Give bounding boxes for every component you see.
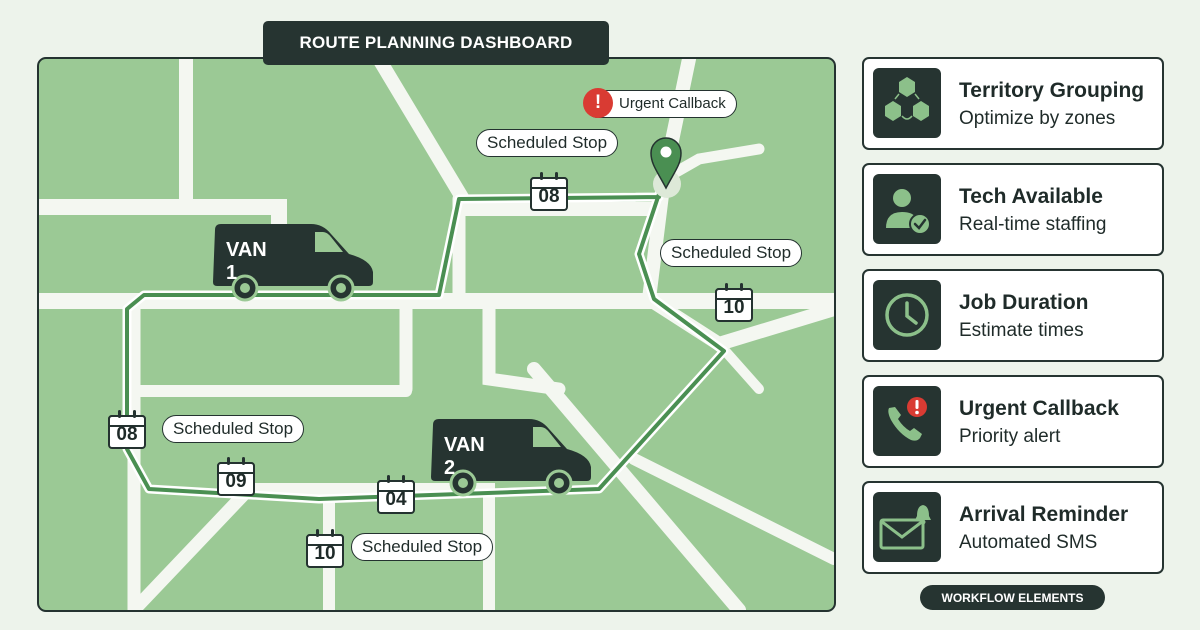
card-subtitle: Priority alert [959, 426, 1061, 447]
phone-alert-icon [873, 386, 941, 456]
card-arrival-reminder[interactable]: Arrival Reminder Automated SMS [862, 481, 1164, 574]
scheduled-stop-callout[interactable]: Scheduled Stop [660, 239, 803, 267]
van-2-label: VAN 2 [444, 434, 485, 479]
page-title: ROUTE PLANNING DASHBOARD [263, 21, 609, 65]
scheduled-stop-callout[interactable]: Scheduled Stop [476, 129, 619, 157]
calendar-badge[interactable]: 10 [306, 529, 344, 568]
card-subtitle: Optimize by zones [959, 108, 1116, 129]
card-territory-grouping[interactable]: Territory Grouping Optimize by zones [862, 57, 1164, 150]
route-map[interactable]: VAN 1 VAN 2 ! Urgent Callback Scheduled … [37, 57, 836, 612]
van-1-label: VAN 1 [226, 239, 267, 284]
map-roads-layer [39, 59, 834, 610]
urgent-callback-callout[interactable]: ! Urgent Callback [583, 88, 737, 118]
card-title: Urgent Callback [959, 397, 1119, 420]
calendar-badge[interactable]: 09 [217, 457, 255, 496]
calendar-badge[interactable]: 10 [715, 283, 753, 322]
calendar-day: 08 [116, 424, 138, 445]
calendar-badge[interactable]: 08 [530, 172, 568, 211]
hexagon-group-icon [873, 68, 941, 138]
scheduled-stop-callout[interactable]: Scheduled Stop [162, 415, 305, 443]
calendar-badge[interactable]: 08 [108, 410, 146, 449]
van-icon [431, 419, 591, 497]
card-subtitle: Automated SMS [959, 532, 1098, 553]
calendar-day: 08 [538, 186, 560, 207]
calendar-day: 04 [385, 489, 407, 510]
card-title: Territory Grouping [959, 79, 1145, 102]
card-subtitle: Estimate times [959, 320, 1084, 341]
envelope-bell-icon [873, 492, 941, 562]
card-urgent-callback[interactable]: Urgent Callback Priority alert [862, 375, 1164, 468]
card-title: Job Duration [959, 291, 1089, 314]
card-tech-available[interactable]: Tech Available Real-time staffing [862, 163, 1164, 256]
map-pin-icon[interactable] [650, 137, 682, 190]
calendar-day: 10 [314, 543, 336, 564]
calendar-day: 10 [723, 297, 745, 318]
card-title: Tech Available [959, 185, 1103, 208]
user-check-icon [873, 174, 941, 244]
workflow-elements-label: WORKFLOW ELEMENTS [920, 585, 1105, 610]
calendar-day: 09 [225, 471, 247, 492]
scheduled-stop-callout[interactable]: Scheduled Stop [351, 533, 494, 561]
urgent-callout-label: Urgent Callback [619, 95, 726, 112]
exclamation-icon: ! [583, 88, 613, 118]
van-icon [213, 224, 373, 302]
card-title: Arrival Reminder [959, 503, 1129, 526]
clock-icon [873, 280, 941, 350]
calendar-badge[interactable]: 04 [377, 475, 415, 514]
card-subtitle: Real-time staffing [959, 214, 1107, 235]
card-job-duration[interactable]: Job Duration Estimate times [862, 269, 1164, 362]
